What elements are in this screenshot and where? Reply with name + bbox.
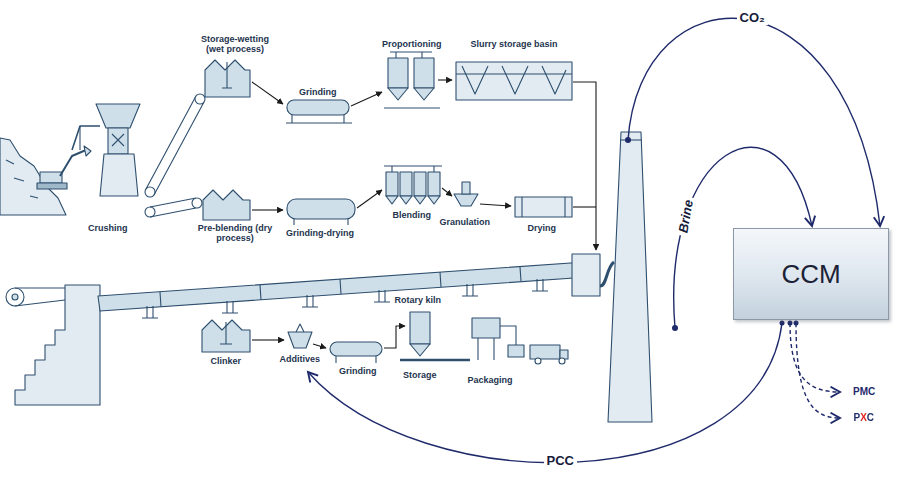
- flow-label: CO₂: [737, 11, 768, 26]
- step-label: Grinding: [339, 366, 377, 376]
- product-label: PMC: [853, 386, 875, 398]
- step-label: Blending: [393, 210, 432, 220]
- product-label: PXC: [854, 412, 875, 424]
- step-label: Granulation: [440, 217, 491, 227]
- step-label: Packaging: [468, 375, 513, 385]
- step-label: Grinding-drying: [286, 228, 354, 238]
- step-label: Proportioning: [382, 39, 442, 49]
- step-label: Storage-wetting (wet process): [195, 34, 275, 55]
- step-label: Drying: [528, 223, 557, 233]
- step-label: Pre-blending (dry process): [195, 223, 275, 244]
- step-label: Clinker: [211, 356, 242, 366]
- flow-label: Brine: [675, 195, 697, 236]
- step-label: Slurry storage basin: [471, 39, 558, 49]
- process-box: CCM: [733, 228, 889, 320]
- step-label: Storage: [403, 370, 437, 380]
- step-label: Additives: [280, 354, 321, 364]
- step-label: Grinding: [299, 87, 337, 97]
- step-label: Rotary kiln: [395, 295, 442, 305]
- flow-label: PCC: [544, 454, 577, 469]
- step-label: Crushing: [88, 223, 128, 233]
- box-title: CCM: [781, 259, 840, 290]
